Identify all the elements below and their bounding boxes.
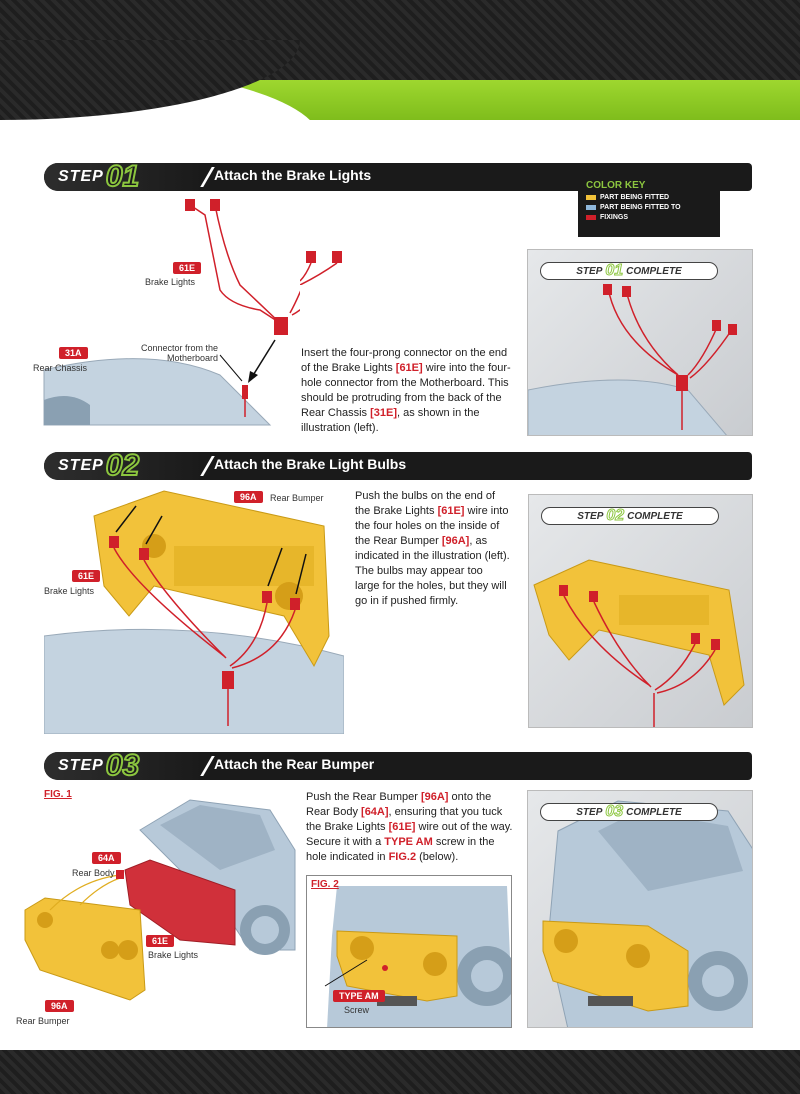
complete-step-word: STEP	[576, 806, 603, 818]
text-highlight: [61E]	[437, 505, 465, 517]
complete-step-word: STEP	[577, 510, 604, 522]
label-screw: Screw	[344, 1005, 370, 1015]
text-highlight: [96A]	[420, 791, 449, 803]
color-key-row: PART BEING FITTED	[586, 194, 712, 201]
complete-badge: STEP 01 COMPLETE	[540, 262, 718, 280]
step-02-illustration	[44, 490, 344, 734]
label-brake-lights: Brake Lights	[148, 950, 199, 960]
step-02-complete-panel: STEP 02 COMPLETE	[528, 494, 753, 728]
text-highlight: [61E]	[388, 821, 416, 833]
text-run: screw in the hole indicated in	[306, 836, 495, 863]
step-01-illustration	[43, 199, 300, 426]
step-number: 01	[105, 160, 140, 193]
complete-badge: STEP 03 COMPLETE	[540, 803, 718, 821]
step-number: 03	[105, 749, 140, 782]
text-run: , as shown in the illustration (left).	[301, 407, 480, 434]
color-key-label: FIXINGS	[600, 214, 629, 221]
complete-word: COMPLETE	[627, 510, 683, 522]
step-03-header: STEP 03 Attach the Rear Bumper	[44, 749, 752, 782]
step-01-wire-right	[300, 251, 342, 285]
label-rear-bumper: Rear Bumper	[16, 1016, 70, 1026]
color-key-title: COLOR KEY	[586, 180, 646, 191]
part-tag-96a: 96A	[45, 1000, 74, 1012]
step-03-illustration	[24, 799, 296, 1001]
text-highlight: [64A]	[361, 806, 389, 818]
swatch-yellow	[586, 195, 596, 200]
label-rear-chassis: Rear Chassis	[33, 363, 88, 373]
step-02-complete-illustration	[533, 559, 745, 727]
figure-2-label: FIG. 2	[311, 879, 339, 890]
complete-step-number: 02	[606, 507, 625, 525]
complete-step-number: 03	[605, 803, 624, 821]
screw-type-tag: TYPE AM	[333, 990, 385, 1002]
color-key-label: PART BEING FITTED TO	[600, 204, 681, 211]
step-01-complete-illustration	[528, 284, 737, 435]
part-tag-61e: 61E	[72, 570, 101, 582]
text-run: onto the Rear Body	[306, 791, 492, 818]
step-word: STEP	[58, 168, 104, 185]
complete-step-number: 01	[605, 262, 624, 280]
step-02-instructions: Push the bulbs on the end of the Brake L…	[355, 489, 510, 609]
part-tag-64a: 64A	[92, 852, 121, 864]
complete-word: COMPLETE	[626, 265, 682, 277]
label-connector-line2: Motherboard	[166, 353, 218, 363]
step-word: STEP	[58, 457, 104, 474]
color-key-label: PART BEING FITTED	[600, 194, 670, 201]
figure-2-box: FIG. 2 TYPE AM Screw	[306, 875, 512, 1028]
label-brake-lights: Brake Lights	[145, 277, 196, 287]
step-01-badge: STEP 01	[44, 160, 204, 193]
text-run: wire out of the way. Secure it with a	[306, 821, 513, 848]
label-connector-line1: Connector from the	[140, 343, 218, 353]
step-title: Attach the Brake Lights	[214, 167, 372, 183]
footer-carbon-band	[0, 1050, 800, 1094]
text-run: , ensuring that you tuck the Brake Light…	[306, 806, 503, 833]
color-key-row: PART BEING FITTED TO	[586, 204, 712, 211]
complete-badge: STEP 02 COMPLETE	[541, 507, 719, 525]
swatch-red	[586, 215, 596, 220]
step-01-instructions: Insert the four-prong connector on the e…	[301, 346, 511, 436]
step-03-complete-panel: STEP 03 COMPLETE	[527, 790, 753, 1028]
step-number: 02	[105, 449, 140, 482]
step-03-badge: STEP 03	[44, 749, 204, 782]
step-03-complete-illustration	[542, 800, 752, 1027]
color-key: COLOR KEY PART BEING FITTED PART BEING F…	[578, 175, 720, 237]
step-title: Attach the Rear Bumper	[214, 756, 375, 772]
text-run: wire into the four holes on the inside o…	[355, 505, 509, 547]
label-brake-lights: Brake Lights	[44, 586, 95, 596]
figure-2-illustration	[324, 886, 511, 1027]
step-01-complete-panel: STEP 01 COMPLETE	[527, 249, 753, 436]
step-02-header: STEP 02 Attach the Brake Light Bulbs	[44, 449, 752, 482]
text-run: (below).	[416, 851, 459, 863]
step-02-badge: STEP 02	[44, 449, 204, 482]
part-tag-61e: 61E	[173, 262, 202, 274]
text-run: wire into the four-hole connector from t…	[301, 362, 511, 419]
text-run: Insert the four-prong connector on the e…	[301, 347, 508, 374]
text-highlight: [96A]	[441, 535, 470, 547]
complete-step-word: STEP	[576, 265, 603, 277]
text-run: Push the Rear Bumper	[306, 791, 421, 803]
text-highlight: FIG.2	[388, 851, 417, 863]
figure-1-label: FIG. 1	[44, 789, 72, 800]
part-tag-61e: 61E	[146, 935, 175, 947]
part-tag-96a: 96A	[234, 491, 263, 503]
label-connector: Connector from the Motherboard	[130, 343, 218, 363]
text-highlight: TYPE AM	[384, 836, 433, 848]
color-key-row: FIXINGS	[586, 214, 712, 221]
text-run: Push the bulbs on the end of the Brake L…	[355, 490, 496, 517]
label-rear-body: Rear Body	[72, 868, 115, 878]
label-rear-bumper: Rear Bumper	[270, 493, 324, 503]
part-tag-31a: 31A	[59, 347, 88, 359]
text-highlight: [61E]	[395, 362, 423, 374]
step-title: Attach the Brake Light Bulbs	[214, 456, 407, 472]
step-word: STEP	[58, 757, 104, 774]
step-03-instructions: Push the Rear Bumper [96A] onto the Rear…	[306, 790, 516, 865]
complete-word: COMPLETE	[626, 806, 682, 818]
text-highlight: [31E]	[370, 407, 397, 419]
swatch-blue	[586, 205, 596, 210]
text-run: , as indicated in the illustration (left…	[355, 535, 510, 607]
